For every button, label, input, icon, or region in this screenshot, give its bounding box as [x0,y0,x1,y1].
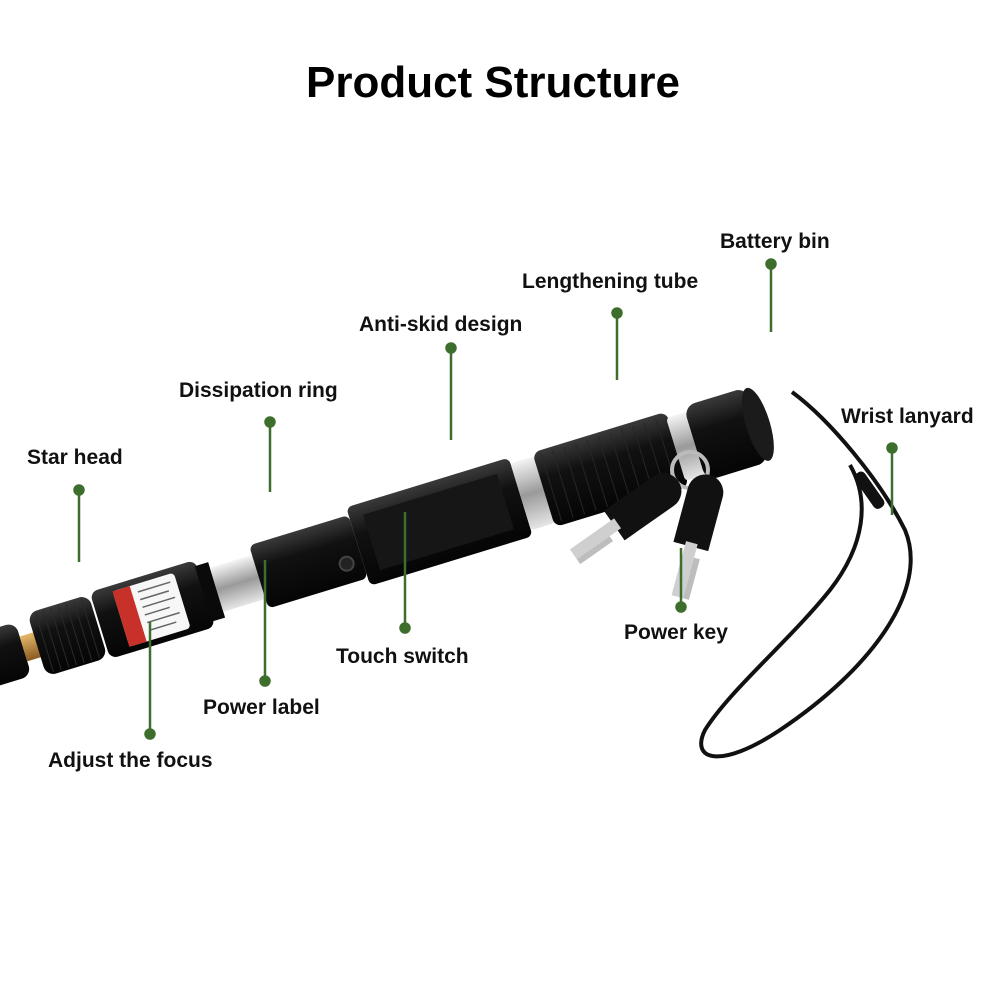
label-power-label: Power label [203,696,320,719]
chrome-neck [209,554,268,612]
wrist-lanyard-cord [699,390,913,759]
leader-lines [73,258,898,740]
label-lengthening-tube: Lengthening tube [522,270,699,293]
page-title: Product Structure [305,58,681,107]
label-touch-switch: Touch switch [336,645,469,668]
label-anti-skid-design: Anti-skid design [359,313,523,336]
focus-ring [29,597,106,674]
label-battery-bin: Battery bin [720,230,830,253]
main-body [250,459,532,608]
lanyard-clip [854,471,885,509]
battery-bin-cap [686,387,774,478]
label-star-head: Star head [27,446,123,469]
label-wrist-lanyard: Wrist lanyard [841,405,974,428]
label-adjust-the-focus: Adjust the focus [48,749,213,772]
label-power-key: Power key [624,621,728,644]
laser-head [91,561,226,657]
chrome-ring-2 [667,412,706,481]
power-keys [569,450,724,600]
label-dissipation-ring: Dissipation ring [179,379,338,402]
chrome-ring-1 [511,456,555,530]
